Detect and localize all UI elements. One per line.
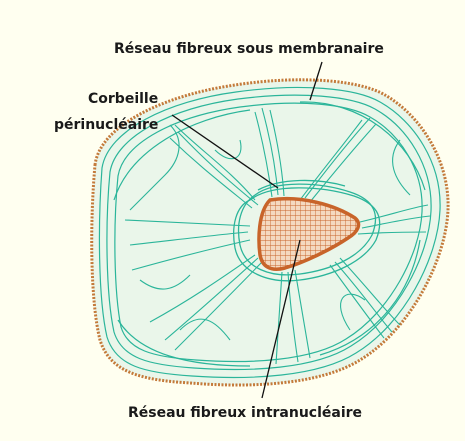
label-corbeille-line2: périnucléaire <box>54 116 158 134</box>
label-corbeille-line1: Corbeille <box>88 90 158 108</box>
label-reseau-intranucleaire: Réseau fibreux intranucléaire <box>128 404 362 422</box>
label-reseau-sous-membranaire: Réseau fibreux sous membranaire <box>114 40 384 58</box>
